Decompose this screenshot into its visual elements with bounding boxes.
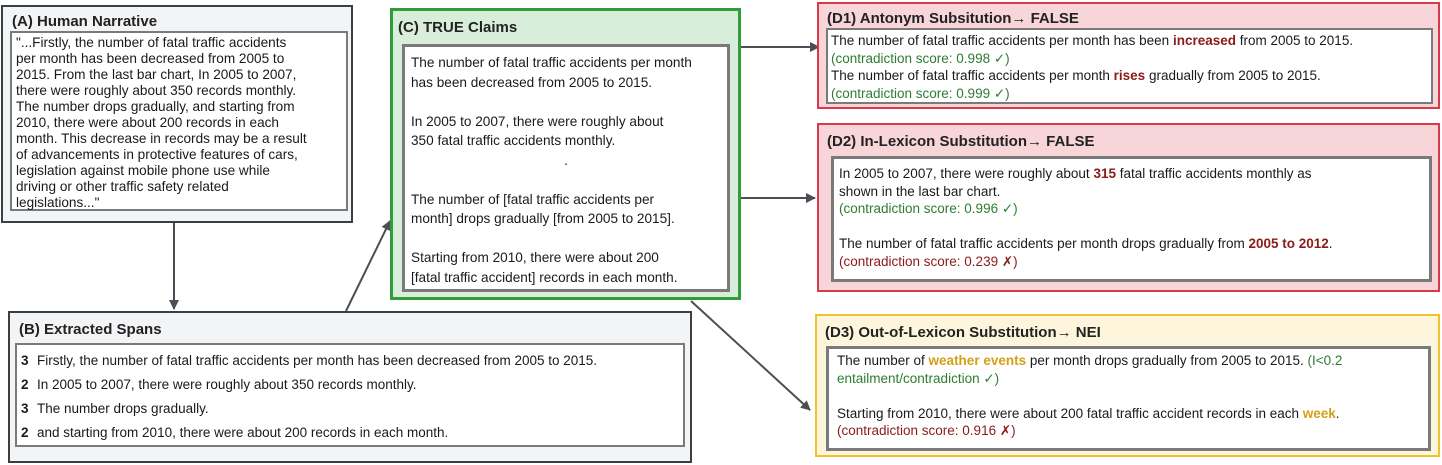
panel-extracted-spans: (B) Extracted Spans 3 Firstly, the number…: [8, 311, 692, 463]
in-lexicon-box: In 2005 to 2007, there were roughly abou…: [831, 156, 1432, 282]
true-claims-text: The number of fatal traffic accidents pe…: [411, 53, 721, 287]
narrative-box: "...Firstly, the number of fatal traffic…: [10, 31, 348, 211]
span-text: and starting from 2010, there were about…: [37, 425, 449, 440]
narrative-line: 2010, there were about 200 records in ea…: [16, 115, 279, 130]
panel-out-of-lexicon-substitution: (D3) Out-of-Lexicon Substitution→ NEI Th…: [815, 314, 1440, 457]
span-count: 3: [21, 401, 29, 416]
antonym-box: The number of fatal traffic accidents pe…: [826, 28, 1433, 104]
panel-title: (D2) In-Lexicon Substitution→ FALSE: [827, 133, 1095, 150]
contradiction-score: (contradiction score: 0.916 ✗): [837, 423, 1016, 438]
false-claim: The number of fatal traffic accidents pe…: [831, 32, 1428, 50]
substituted-word: increased: [1172, 33, 1236, 48]
claim-text: gradually from 2005 to 2015.: [1145, 68, 1321, 83]
entailment-score: (I<0.2: [1307, 353, 1343, 368]
span-item: 3 Firstly, the number of fatal traffic ac…: [21, 349, 679, 373]
claim-text: The number of: [837, 353, 929, 368]
span-text: Firstly, the number of fatal traffic acc…: [37, 353, 598, 368]
panel-title: (C) TRUE Claims: [398, 19, 518, 36]
span-count: 2: [21, 425, 29, 440]
entailment-score: entailment/contradiction ✓): [837, 370, 1000, 386]
substituted-word: 2005 to 2012: [1248, 236, 1329, 251]
claim-text: In 2005 to 2007, there were roughly abou…: [839, 166, 1094, 181]
true-claim: The number of fatal traffic accidents pe…: [411, 55, 692, 70]
span-count: 2: [21, 377, 29, 392]
panel-title: (B) Extracted Spans: [19, 321, 162, 338]
narrative-line: per month has been decreased from 2005 t…: [16, 51, 285, 66]
nei-claim: Starting from 2010, there were about 200…: [837, 405, 1420, 423]
span-item: 2 and starting from 2010, there were abou…: [21, 421, 679, 445]
claim-text: The number of fatal traffic accidents pe…: [831, 33, 1173, 48]
contradiction-score: (contradiction score: 0.996 ✓): [839, 201, 1018, 216]
ellipsis-dot: .: [564, 152, 568, 168]
narrative-line: 2015. From the last bar chart, In 2005 t…: [16, 67, 297, 82]
true-claim: Starting from 2010, there were about 200: [411, 250, 659, 265]
contradiction-score: (contradiction score: 0.998 ✓): [831, 50, 1010, 66]
panel-title: (A) Human Narrative: [12, 13, 158, 30]
narrative-line: there were roughly about 350 records mon…: [16, 83, 297, 98]
false-claim: The number of fatal traffic accidents pe…: [831, 67, 1428, 85]
true-claim: 350 fatal traffic accidents monthly.: [411, 133, 616, 148]
claim-text: The number of fatal traffic accidents pe…: [831, 68, 1114, 83]
narrative-line: legislation against mobile phone use whi…: [16, 163, 270, 178]
span-count: 3: [21, 353, 29, 368]
span-item: 2 In 2005 to 2007, there were roughly abo…: [21, 373, 679, 397]
true-claim: In 2005 to 2007, there were roughly abou…: [411, 113, 664, 129]
panel-in-lexicon-substitution: (D2) In-Lexicon Substitution→ FALSE In 2…: [817, 123, 1440, 292]
panel-human-narrative: (A) Human Narrative "...Firstly, the num…: [1, 5, 353, 223]
narrative-text: "...Firstly, the number of fatal traffic…: [16, 35, 342, 211]
claim-text: Starting from 2010, there were about 200…: [837, 405, 1303, 421]
spans-box: 3 Firstly, the number of fatal traffic ac…: [15, 343, 685, 447]
false-claim: The number of fatal traffic accidents pe…: [839, 235, 1424, 253]
arrow-b-to-c: [345, 220, 391, 312]
claim-text: from 2005 to 2015.: [1236, 33, 1354, 48]
narrative-line: "...Firstly, the number of fatal traffic…: [16, 35, 287, 50]
true-claim: month] drops gradually [from 2005 to 201…: [411, 211, 675, 226]
narrative-line: The number drops gradually, and starting…: [16, 99, 295, 114]
span-text: The number drops gradually.: [37, 401, 209, 416]
claim-text: .: [1328, 236, 1333, 251]
out-of-lexicon-box: The number of weather events per month d…: [826, 346, 1431, 451]
substituted-word: weather events: [928, 353, 1027, 368]
claim-text: fatal traffic accidents monthly as: [1115, 166, 1312, 181]
span-item: 3 The number drops gradually.: [21, 397, 679, 421]
claim-text: The number of fatal traffic accidents pe…: [839, 236, 1249, 251]
true-claim: The number of [fatal traffic accidents p…: [411, 191, 655, 207]
contradiction-score: (contradiction score: 0.239 ✗): [839, 253, 1018, 269]
narrative-line: legislations...": [16, 195, 100, 210]
true-claim: has been decreased from 2005 to 2015.: [411, 74, 653, 90]
claim-text: .: [1335, 405, 1340, 421]
panel-antonym-substitution: (D1) Antonym Subsitution→ FALSE The numb…: [817, 2, 1440, 109]
substituted-word: rises: [1113, 68, 1146, 83]
claim-text: per month drops gradually from 2005 to 2…: [1026, 353, 1308, 368]
arrow-c-to-d3: [690, 300, 811, 411]
substituted-word: 315: [1093, 166, 1116, 181]
span-text: In 2005 to 2007, there were roughly abou…: [37, 377, 417, 392]
substituted-word: week: [1302, 405, 1336, 421]
false-claim: In 2005 to 2007, there were roughly abou…: [839, 165, 1424, 183]
contradiction-score: (contradiction score: 0.999 ✓): [831, 85, 1010, 101]
narrative-line: of advancements in protective features o…: [16, 147, 298, 162]
narrative-line: driving or other traffic safety related: [16, 179, 229, 194]
panel-title: (D1) Antonym Subsitution→ FALSE: [827, 10, 1079, 27]
claim-text: shown in the last bar chart.: [839, 183, 1001, 199]
true-claim: [fatal traffic accident] records in each…: [411, 269, 678, 285]
panel-true-claims: (C) TRUE Claims The number of fatal traf…: [390, 8, 741, 300]
true-claims-box: The number of fatal traffic accidents pe…: [402, 44, 730, 292]
nei-claim: The number of weather events per month d…: [837, 352, 1420, 370]
panel-title: (D3) Out-of-Lexicon Substitution→ NEI: [825, 324, 1101, 341]
narrative-line: month. This decrease in records may be a…: [16, 131, 307, 146]
